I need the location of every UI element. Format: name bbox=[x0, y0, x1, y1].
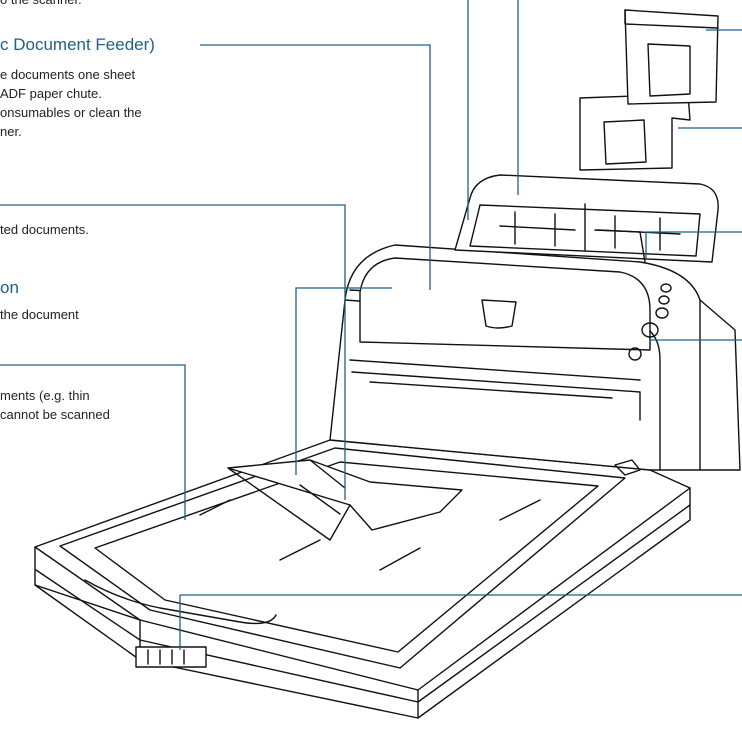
stacker-desc-line-1: ted documents. bbox=[0, 222, 89, 237]
leader-paper-guide bbox=[645, 231, 742, 260]
adf-unit bbox=[329, 244, 741, 471]
leader-flatbed bbox=[0, 364, 186, 520]
leader-lines bbox=[0, 0, 742, 650]
leader-adf bbox=[200, 44, 431, 290]
adf-desc-line-3: onsumables or clean the bbox=[0, 105, 142, 120]
extension-desc-line-1: the document bbox=[0, 307, 79, 322]
adf-paper-chute bbox=[454, 174, 719, 263]
adf-heading: c Document Feeder) bbox=[0, 35, 155, 54]
adf-desc-line-4: ner. bbox=[0, 124, 22, 139]
adf-desc-line-2: ADF paper chute. bbox=[0, 86, 102, 101]
flatbed-desc-line-2: cannot be scanned bbox=[0, 407, 110, 422]
extension-heading: on bbox=[0, 278, 19, 297]
leader-stacker bbox=[0, 204, 346, 500]
adf-desc-line-1: e documents one sheet bbox=[0, 67, 136, 82]
leader-extension bbox=[295, 287, 392, 475]
flatbed-desc-line-1: ments (e.g. thin bbox=[0, 388, 90, 403]
flatbed-base bbox=[34, 439, 691, 719]
chute-extensions bbox=[579, 9, 719, 171]
top-fragment-text: o the scanner. bbox=[0, 0, 82, 8]
leader-cover-latch bbox=[179, 594, 742, 650]
